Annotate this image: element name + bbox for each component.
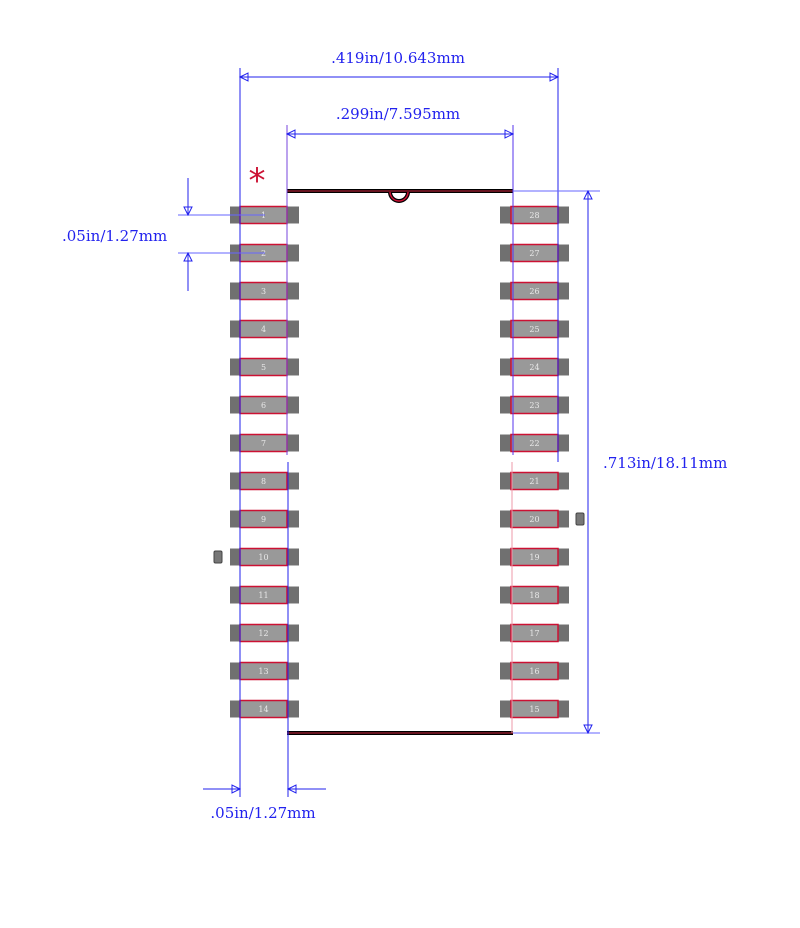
pin-number: 24 <box>529 363 539 372</box>
pin-number: 3 <box>261 287 266 296</box>
pad-outline <box>510 699 559 719</box>
arrow-icon <box>285 129 515 139</box>
overall-width-label: .419in/10.643mm <box>331 49 465 67</box>
pin-number: 18 <box>529 591 539 600</box>
pin-number: 7 <box>261 439 266 448</box>
pin1-notch <box>388 191 410 203</box>
pin-number: 17 <box>529 629 539 638</box>
side-marker <box>575 512 585 526</box>
pin-number: 14 <box>258 705 268 714</box>
pin-number: 9 <box>261 515 266 524</box>
pin-number: 11 <box>258 591 268 600</box>
pin-number: 26 <box>529 287 539 296</box>
pin-number: 6 <box>261 401 266 410</box>
pin-number: 19 <box>529 553 539 562</box>
pin-number: 4 <box>261 325 266 334</box>
pin-number: 25 <box>529 325 539 334</box>
pin-number: 15 <box>529 705 539 714</box>
pad-outline <box>510 547 559 567</box>
pads: 1234567891011121314282726252423222120191… <box>230 205 569 719</box>
arrow-icon <box>238 72 560 82</box>
arrow-icon <box>231 784 297 794</box>
pin-number: 8 <box>261 477 266 486</box>
pad-outline <box>510 471 559 491</box>
pin-number: 10 <box>258 553 268 562</box>
body-width-label: .299in/7.595mm <box>336 105 460 123</box>
height-label: .713in/18.11mm <box>603 454 727 472</box>
pin-number: 28 <box>529 211 539 220</box>
pin-number: 5 <box>261 363 266 372</box>
pad-outline <box>510 661 559 681</box>
pin-number: 20 <box>529 515 539 524</box>
pin-number: 12 <box>258 629 268 638</box>
pin-number: 21 <box>529 477 539 486</box>
arrow-icon <box>183 206 193 262</box>
pad-outline <box>510 509 559 529</box>
pin-number: 23 <box>529 401 539 410</box>
pin1-notch-inner <box>389 191 409 202</box>
pin-number: 22 <box>529 439 539 448</box>
arrow-icon <box>583 189 593 735</box>
offset-label: .05in/1.27mm <box>210 804 315 822</box>
pin-number: 13 <box>258 667 268 676</box>
pin-number: 16 <box>529 667 539 676</box>
pad-outline <box>510 623 559 643</box>
pin-number: 27 <box>529 249 539 258</box>
pin1-marker: * <box>249 161 266 201</box>
side-marker <box>213 550 223 564</box>
pad-outline <box>510 585 559 605</box>
pitch-label: .05in/1.27mm <box>62 227 167 245</box>
